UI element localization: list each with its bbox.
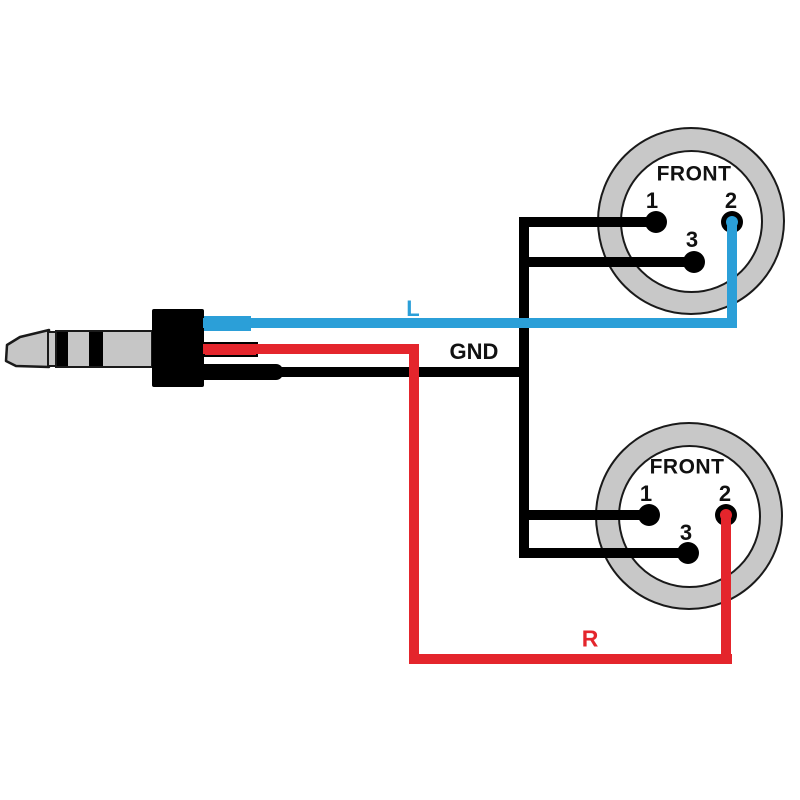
xlr-bottom-pin-1-label: 1 xyxy=(639,481,653,506)
right-channel-label: R xyxy=(581,625,599,652)
xlr-bottom-front-label: FRONT xyxy=(649,455,725,479)
xlr-top-pin-3-label: 3 xyxy=(685,227,699,252)
xlr-bottom-pin-2-solder-dot xyxy=(720,509,732,521)
xlr-top-pin-1-label: 1 xyxy=(645,188,659,213)
xlr-bottom-pin-2-label: 2 xyxy=(718,481,732,506)
right-wire-vertical-drop xyxy=(409,344,419,664)
ground-label: GND xyxy=(449,339,499,364)
ground-wire-top-pin3 xyxy=(519,257,694,267)
ground-wire-bottom-pin3 xyxy=(519,548,688,558)
left-wire-horizontal xyxy=(203,318,737,328)
right-wire-horizontal xyxy=(409,654,732,664)
jack-barrel xyxy=(55,330,153,368)
left-channel-label: L xyxy=(406,296,420,321)
xlr-top-pin-1 xyxy=(645,211,667,233)
right-wire-vertical-rise xyxy=(721,510,731,664)
ground-wire-from-jack xyxy=(203,367,529,377)
xlr-top-front-label: FRONT xyxy=(656,162,732,186)
xlr-bottom-pin-3 xyxy=(677,542,699,564)
right-wire-from-jack xyxy=(203,344,419,354)
xlr-bottom-pin-3-label: 3 xyxy=(679,520,693,545)
ground-wire-vertical-bus xyxy=(519,217,529,558)
left-wire-vertical xyxy=(727,217,737,328)
xlr-top-pin-3 xyxy=(683,251,705,273)
xlr-top-pin-2-label: 2 xyxy=(724,188,738,213)
jack-body xyxy=(152,309,204,387)
jack-insulator-ring-1 xyxy=(57,332,68,366)
jack-wire-stub-ground xyxy=(203,364,283,380)
jack-tip xyxy=(4,328,51,369)
ground-wire-bottom-pin1 xyxy=(519,510,649,520)
xlr-bottom-pin-1 xyxy=(638,504,660,526)
xlr-top-pin-2-solder-dot xyxy=(726,216,738,228)
jack-insulator-ring-2 xyxy=(89,332,103,366)
ground-wire-top-pin1 xyxy=(519,217,656,227)
